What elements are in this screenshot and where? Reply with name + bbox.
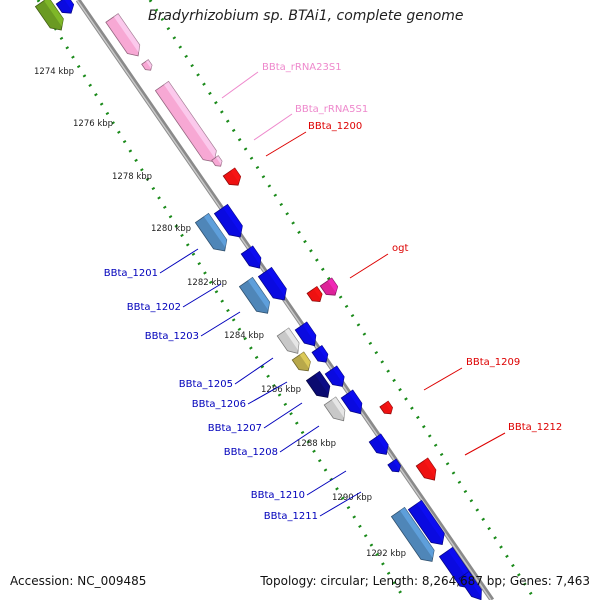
gene-label-leader-line (319, 491, 362, 517)
gene-label-leader-line (182, 283, 222, 308)
gene-label-bbta-1205: BBta_1205 (179, 379, 233, 390)
topology-text: Topology: circular; Length: 8,264,687 bp… (260, 574, 590, 588)
gene-label-bbta-1202: BBta_1202 (127, 302, 181, 313)
genome-backbone (75, 0, 495, 600)
feature-gene-top-2 (55, 0, 75, 14)
gene-label-bbta-1207: BBta_1207 (208, 423, 262, 434)
gene-label-leader-line (265, 131, 307, 157)
gene-bbta-1214-feature (458, 571, 482, 600)
gene-bbta-1210-feature (368, 433, 389, 455)
gene-label-leader-line (247, 381, 288, 405)
gene-label-bbta-rrna5s1: BBta_rRNA5S1 (295, 104, 368, 115)
gene-label-ogt: ogt (392, 243, 408, 254)
kbp-tick-label: 1274 kbp (34, 67, 74, 77)
kbp-tick-label: 1286 kbp (261, 385, 301, 395)
gene-bbta-1205b-feature (311, 345, 329, 363)
feature-gene-top-1 (34, 0, 64, 31)
gene-bbta-1202-feature (257, 266, 287, 301)
gene-bbta-1210b-feature (387, 458, 401, 473)
gene-label-leader-line (159, 248, 199, 274)
gene-bbta-1208a-feature (340, 389, 363, 415)
kbp-tick-label: 1282 kbp (187, 278, 227, 288)
kbp-tick-label: 1292 kbp (366, 549, 406, 559)
kbp-tick-label: 1290 kbp (332, 493, 372, 503)
gene-bbta-1208-feature (323, 396, 346, 422)
gene-ogt-red-feature (306, 286, 323, 302)
gene-label-leader-line (200, 311, 241, 337)
gene-bbta-1209-feature (379, 400, 393, 415)
gene-label-bbta-1208: BBta_1208 (224, 447, 278, 458)
outer-tick-ring (148, 0, 537, 600)
kbp-tick-label: 1276 kbp (73, 119, 113, 129)
gene-label-leader-line (349, 253, 389, 279)
gene-label-bbta-rrna23s1: BBta_rRNA23S1 (262, 62, 342, 73)
gene-bbta-1211-feature (407, 499, 445, 545)
accession-text: Accession: NC_009485 (10, 574, 147, 588)
rrna-23s-feature-a (105, 13, 141, 57)
rrna-23s-feature-b (154, 80, 217, 163)
gene-bbta-1204-feature (294, 321, 317, 347)
kbp-tick-label: 1278 kbp (112, 172, 152, 182)
gene-bbta-1207b-feature (324, 365, 345, 387)
gene-label-leader-line (234, 357, 274, 385)
gene-bbta-1202a-feature (240, 245, 262, 269)
rrna-5s-feature-a (141, 59, 153, 71)
gene-bbta-1212-feature (415, 457, 437, 481)
gene-label-bbta-1201: BBta_1201 (104, 268, 158, 279)
map-title: Bradyrhizobium sp. BTAi1, complete genom… (148, 8, 464, 24)
gene-bbta-1206-feature (291, 351, 311, 372)
gene-label-leader-line (221, 71, 259, 99)
gene-label-bbta-1212: BBta_1212 (508, 422, 562, 433)
gene-label-leader-line (306, 470, 347, 496)
gene-label-bbta-1203: BBta_1203 (145, 331, 199, 342)
gene-label-leader-line (423, 367, 463, 391)
gene-label-bbta-1209: BBta_1209 (466, 357, 520, 368)
gene-ogt-feature (319, 277, 339, 296)
gene-label-leader-line (279, 425, 320, 453)
gene-bbta-1201b-feature (213, 203, 243, 238)
gene-label-bbta-1206: BBta_1206 (192, 399, 246, 410)
kbp-tick-label: 1280 kbp (151, 224, 191, 234)
gene-bbta-1200-feature (222, 167, 242, 186)
gene-bbta-1205-feature (276, 327, 300, 354)
rrna-5s-feature-b (211, 155, 223, 167)
kbp-tick-label: 1288 kbp (296, 439, 336, 449)
inner-tick-ring (36, 0, 407, 600)
gene-bbta-1207-feature (305, 370, 331, 398)
gene-label-leader-line (464, 432, 506, 456)
gene-bbta-1201-feature (194, 212, 228, 252)
kbp-tick-label: 1284 kbp (224, 331, 264, 341)
gene-label-leader-line (263, 402, 303, 429)
gene-label-leader-line (253, 113, 293, 141)
gene-label-bbta-1211: BBta_1211 (264, 511, 318, 522)
gene-bbta-1203-feature (238, 276, 271, 314)
gene-label-bbta-1210: BBta_1210 (251, 490, 305, 501)
gene-bbta-1211a-feature (390, 506, 435, 562)
gene-label-bbta-1200: BBta_1200 (308, 121, 362, 132)
